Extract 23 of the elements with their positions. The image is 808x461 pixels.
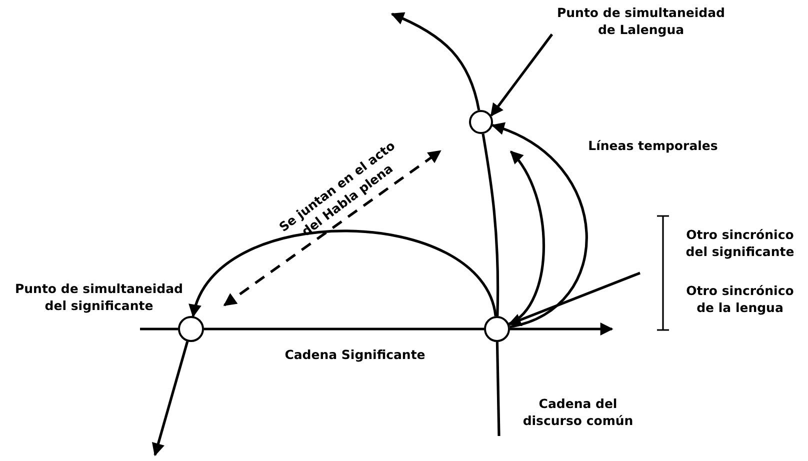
arrow bbox=[491, 124, 588, 328]
dashed-arrow bbox=[223, 150, 442, 306]
text-label: Líneas temporales bbox=[587, 137, 719, 154]
connector-line bbox=[496, 342, 500, 436]
connector-line bbox=[204, 328, 484, 330]
connector-line bbox=[140, 328, 178, 330]
text-label: Otro sincrónico del significante bbox=[684, 226, 796, 260]
text-label: Cadena Significante bbox=[284, 346, 426, 363]
point-label: Punto de simultaneidad de Lalengua bbox=[552, 4, 730, 38]
arrow bbox=[490, 34, 554, 117]
text-label: Otro sincrónico de la lengua bbox=[685, 282, 795, 316]
circle-node bbox=[484, 316, 510, 342]
text-label: Punto de simultaneidad del significante bbox=[14, 280, 184, 314]
arrow bbox=[152, 341, 189, 456]
text-label: Cadena del discurso común bbox=[522, 395, 634, 429]
arrow bbox=[510, 322, 614, 336]
circle-node bbox=[469, 110, 493, 134]
arrow bbox=[390, 12, 480, 110]
arrow bbox=[508, 150, 546, 326]
connector-line bbox=[482, 134, 500, 316]
arrow bbox=[191, 230, 497, 318]
arrow bbox=[508, 272, 640, 326]
circle-node bbox=[178, 316, 204, 342]
